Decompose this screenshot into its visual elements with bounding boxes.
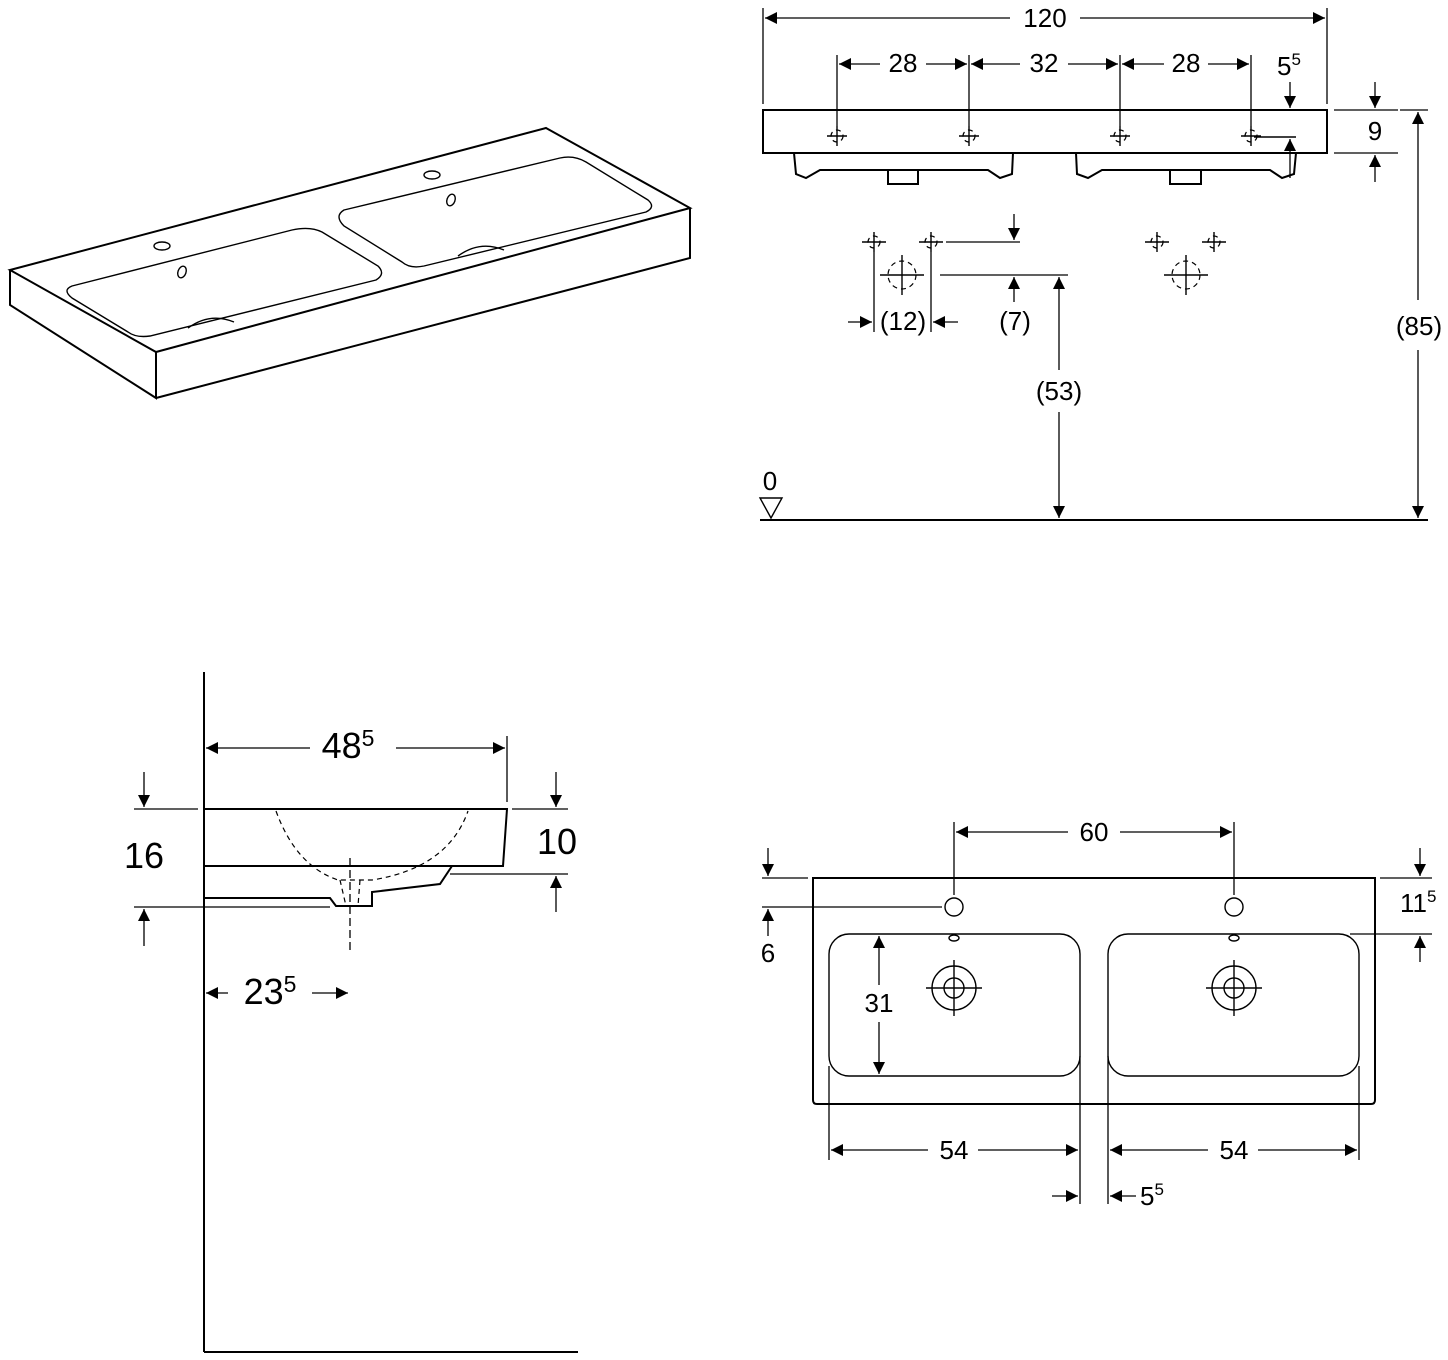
connection-markers	[862, 232, 1226, 295]
basin-side-underside	[203, 865, 453, 907]
basin-left-face	[9, 270, 157, 400]
bowl-hidden-profile	[275, 810, 469, 881]
right-bowl	[338, 156, 653, 268]
dim-bowl-depth: 10	[537, 821, 577, 862]
left-drain-icon	[187, 317, 235, 329]
dim-hole-spacing: (12)	[880, 306, 926, 336]
left-tap-hole	[944, 897, 964, 917]
basin-front-outline	[762, 109, 1328, 154]
basin-front-face	[155, 208, 691, 399]
right-bowl-top	[1107, 933, 1360, 1077]
right-tap-hole-icon	[423, 170, 441, 180]
floor-level-icon	[758, 497, 784, 520]
basin-top-outline	[812, 877, 1376, 1105]
dim-overall-width: 120	[1023, 3, 1066, 33]
tap-hole-markers	[827, 126, 1261, 146]
dim-height-total: 16	[124, 835, 164, 876]
dim-spacing-right: 28	[1172, 48, 1201, 78]
left-overflow-icon	[177, 265, 187, 279]
floor-level-label: 0	[763, 466, 777, 496]
right-tap-hole	[1224, 897, 1244, 917]
right-bowl-underside	[1075, 152, 1297, 180]
right-overflow-icon	[446, 193, 456, 207]
dim-spacing-center: 32	[1030, 48, 1059, 78]
dim-bowl-back: 115	[1400, 887, 1436, 918]
dim-tap-spacing: 60	[1080, 817, 1109, 847]
left-drain-icon	[926, 960, 982, 1016]
dim-hole-offset: (7)	[999, 306, 1031, 336]
dim-pipe-height: (53)	[1036, 376, 1082, 406]
dim-edge-offset: 55	[1277, 50, 1301, 81]
dim-depth: 485	[322, 725, 375, 766]
left-bowl	[66, 227, 383, 338]
left-overflow	[948, 934, 960, 942]
dim-bowl-depth-top: 31	[865, 988, 894, 1018]
basin-side-outline	[204, 808, 509, 867]
dim-rim-height: 9	[1368, 116, 1382, 146]
left-drain-stub	[887, 170, 919, 185]
dim-drain-offset: 235	[244, 971, 297, 1012]
dim-spacing-left: 28	[889, 48, 918, 78]
isometric-view	[7, 126, 693, 400]
dim-total-height: (85)	[1396, 311, 1442, 341]
right-drain-icon	[1206, 960, 1262, 1016]
dim-bowl-width-left: 54	[940, 1135, 969, 1165]
right-overflow	[1228, 934, 1240, 942]
left-bowl-underside	[793, 152, 1014, 180]
front-view: 0 120 28 32 28 55 9 (85)	[758, 3, 1442, 521]
dim-bowl-gap: 55	[1140, 1180, 1164, 1211]
left-bowl-top	[828, 933, 1081, 1077]
side-view: 485 16 10 235	[124, 672, 578, 1353]
left-tap-hole-icon	[153, 241, 171, 251]
top-view: 60 6 115 31 54 54 55	[761, 817, 1437, 1211]
right-drain-icon	[457, 245, 505, 257]
right-drain-stub	[1169, 170, 1202, 185]
dim-back-offset: 6	[761, 938, 775, 968]
dim-bowl-width-right: 54	[1220, 1135, 1249, 1165]
basin-top-face	[7, 126, 693, 354]
